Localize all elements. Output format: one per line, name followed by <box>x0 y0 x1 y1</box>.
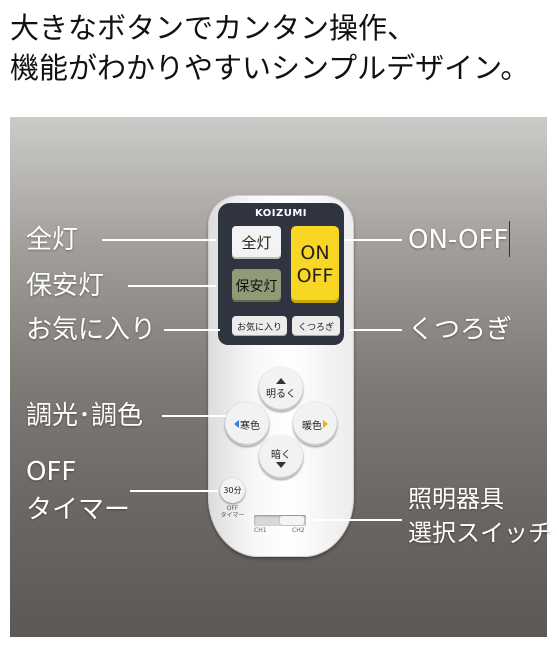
channel-label-ch1: CH1 <box>254 527 267 534</box>
warm-color-label: 暖色 <box>302 420 322 432</box>
arrow-up-icon <box>276 378 286 384</box>
off-timer-caption-2: タイマー <box>220 512 245 519</box>
callout-zento: 全灯 <box>26 225 79 255</box>
zento-button[interactable]: 全灯 <box>232 226 281 259</box>
leader-line-dimming-toning <box>162 415 226 417</box>
callout-kutsurogi: くつろぎ <box>408 315 513 345</box>
brand-logo: KOIZUMI <box>254 208 308 219</box>
callout-onoff: ON-OFF <box>408 225 509 255</box>
darker-button[interactable]: 暗く <box>259 435 303 479</box>
cool-color-label: 寒色 <box>240 420 260 432</box>
off-timer-caption-1: OFF <box>226 505 239 512</box>
off-label: OFF <box>296 264 334 287</box>
callout-off-label: OFF <box>26 457 77 487</box>
arrow-right-icon <box>323 420 328 428</box>
remote-control: KOIZUMI 全灯 保安灯 ON OFF お気に入り くつろぎ 明るく 暗く … <box>208 195 354 557</box>
kutsurogi-button[interactable]: くつろぎ <box>292 316 340 336</box>
on-off-button[interactable]: ON OFF <box>291 226 339 303</box>
arrow-down-icon <box>276 462 286 468</box>
callout-favorite: お気に入り <box>26 315 157 345</box>
leader-line-kutsurogi <box>350 329 402 331</box>
callout-switch-line-1: 照明器具 <box>408 485 504 513</box>
callout-hoan: 保安灯 <box>26 271 105 301</box>
hoan-button[interactable]: 保安灯 <box>232 269 281 302</box>
leader-line-favorite <box>164 329 220 331</box>
headline: 大きなボタンでカンタン操作、 機能がわかりやすいシンプルデザイン。 <box>10 8 529 88</box>
favorite-button[interactable]: お気に入り <box>232 316 287 336</box>
headline-line-2: 機能がわかりやすいシンプルデザイン。 <box>10 51 530 85</box>
leader-line-switch <box>314 519 402 521</box>
leader-line-hoan <box>128 285 216 287</box>
brighter-button[interactable]: 明るく <box>259 367 303 411</box>
remote-top-panel: KOIZUMI 全灯 保安灯 ON OFF お気に入り くつろぎ <box>218 203 344 345</box>
on-label: ON <box>300 241 330 264</box>
channel-label-ch2: CH2 <box>292 527 305 534</box>
cool-color-button[interactable]: 寒色 <box>225 402 269 446</box>
arrow-left-icon <box>234 420 239 428</box>
darker-label: 暗く <box>271 450 291 461</box>
text-cursor <box>509 221 510 257</box>
leader-line-zento <box>102 239 216 241</box>
callout-switch-line-2: 選択スイッチ <box>408 519 552 547</box>
leader-line-onoff <box>344 239 402 241</box>
warm-color-button[interactable]: 暖色 <box>293 402 337 446</box>
channel-switch-knob[interactable] <box>280 516 304 525</box>
channel-select-switch[interactable] <box>254 515 306 526</box>
dimming-toning-pad: 明るく 暗く 寒色 暖色 <box>224 367 338 481</box>
callout-dimming-toning: 調光･調色 <box>26 401 144 431</box>
off-timer-caption: OFF タイマー <box>216 505 249 519</box>
off-timer-button[interactable]: 30分 <box>220 478 245 503</box>
callout-timer-label: タイマー <box>26 495 131 525</box>
leader-line-timer <box>130 490 218 492</box>
brighter-label: 明るく <box>266 389 296 400</box>
headline-line-1: 大きなボタンでカンタン操作、 <box>10 11 417 45</box>
